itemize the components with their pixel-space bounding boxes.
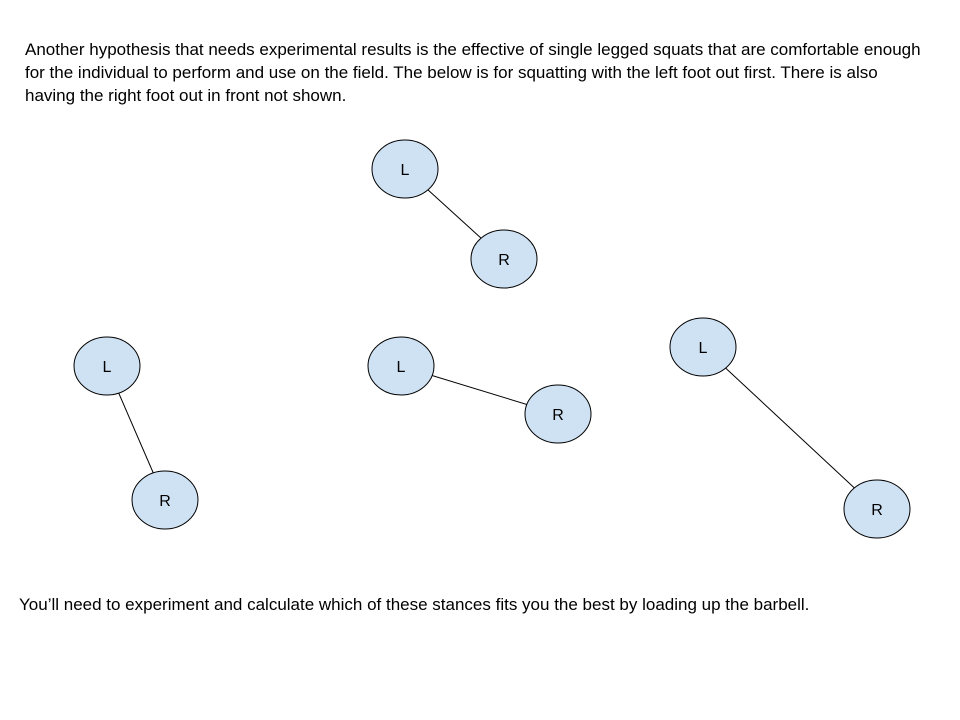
intro-paragraph: Another hypothesis that needs experiment… <box>25 40 921 105</box>
left-foot-label: L <box>699 340 708 357</box>
left-foot-label: L <box>401 162 410 179</box>
left-foot-label: L <box>103 359 112 376</box>
right-foot-label: R <box>159 493 171 510</box>
right-foot-node <box>843 479 911 539</box>
right-foot-label: R <box>552 407 564 424</box>
left-foot-node <box>371 139 439 199</box>
right-foot-node <box>131 470 199 530</box>
right-foot-label: R <box>498 252 510 269</box>
right-foot-node <box>470 229 538 289</box>
right-foot-label: R <box>871 502 883 519</box>
stance-center: L R <box>367 336 592 444</box>
left-foot-label: L <box>397 359 406 376</box>
left-foot-node <box>669 317 737 377</box>
stance-left: L R <box>73 336 199 530</box>
stance-connector <box>702 346 878 510</box>
left-foot-node <box>73 336 141 396</box>
stance-right: L R <box>669 317 911 539</box>
left-foot-node <box>367 336 435 396</box>
footer-paragraph: You’ll need to experiment and calculate … <box>19 595 810 614</box>
right-foot-node <box>524 384 592 444</box>
stance-top: L R <box>371 139 538 289</box>
